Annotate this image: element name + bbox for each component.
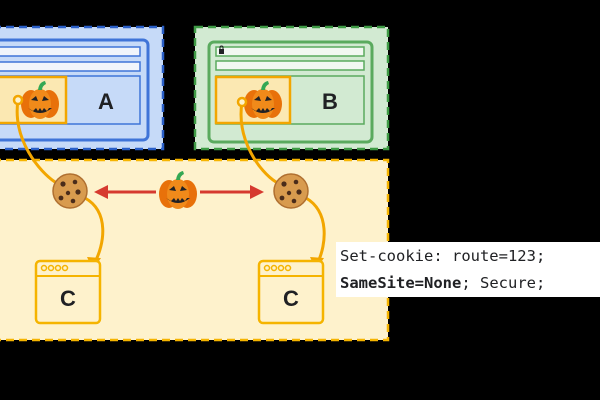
embed-box-right-label: C [283,286,299,311]
site-a-window: A [0,25,165,151]
cross-site-double-arrow [94,185,264,199]
arrow-a-to-cookie [15,98,57,184]
cookie-icon [52,173,88,209]
set-cookie-line: Set-cookie: route=123; [336,242,600,270]
embed-box-right: C [257,259,325,325]
samesite-line: SameSite=None; Secure; [336,269,600,297]
site-b-window: B [193,25,390,151]
arrow-cookie-to-box-left [83,196,105,264]
set-cookie-text: Set-cookie: route=123; [340,247,546,265]
arrow-cookie-to-box-right [304,196,326,264]
embed-box-left: C [34,259,102,325]
site-a-label: A [98,89,114,114]
cookie-icon [273,173,309,209]
lock-icon [219,45,224,54]
samesite-attribute: SameSite=None [340,274,462,292]
embed-box-left-label: C [60,286,76,311]
arrow-b-to-cookie [239,100,278,184]
secure-attribute: ; Secure; [461,274,546,292]
site-b-label: B [322,89,338,114]
